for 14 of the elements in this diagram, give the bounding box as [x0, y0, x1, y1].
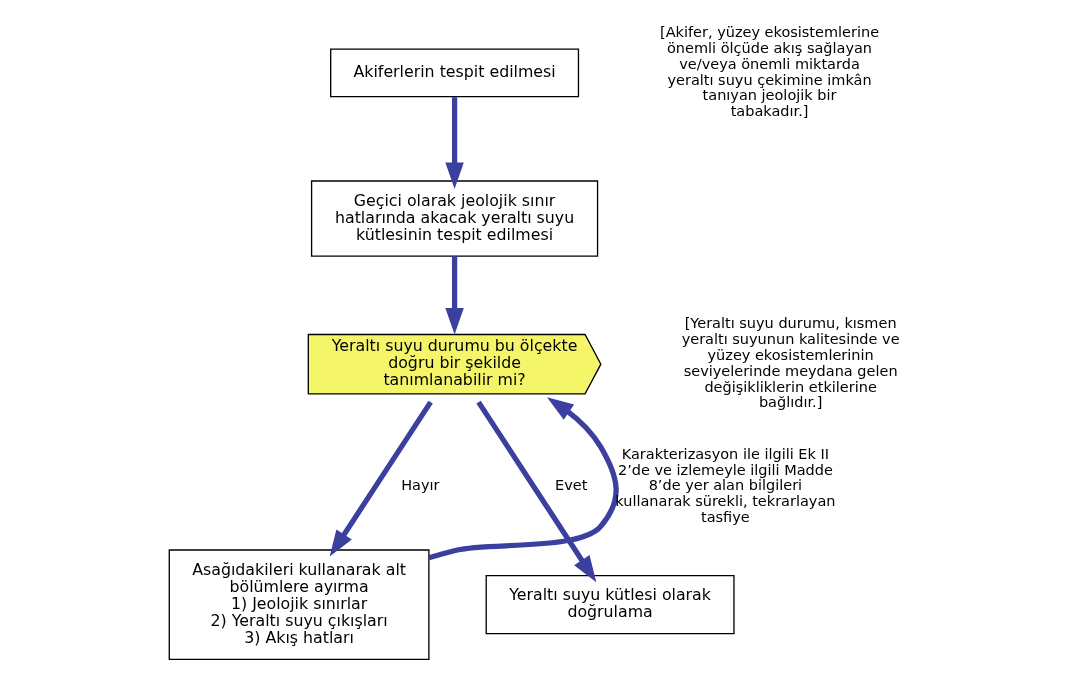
- node-box: Geçici olarak jeolojik sınır hatlarında akacak yeraltı suyu kütlesinin tespit edilmesi: [310, 180, 598, 257]
- arrow: [475, 400, 596, 583]
- edge-label: Karakterizasyon ile ilgili Ek II 2’de ve izlemeyle ilgili Madde 8’de yer alan bilgileri kullanarak sürekli, tekrarlayan tasfiye: [614, 445, 835, 526]
- node-box: Akiferlerin tespit edilmesi: [329, 48, 579, 98]
- node-box: Asağıdakileri kullanarak alt bölümlere ayırma 1) Jeolojik sınırlar 2) Yeraltı suyu çıkışları 3) Akış hatları: [168, 549, 430, 661]
- arrow: [444, 256, 464, 335]
- arrow: [427, 397, 619, 561]
- label: [Yeraltı suyu durumu, kısmen yeraltı suyunun kalitesinde ve yüzey ekosistemlerinin seviyelerinde meydana gelen değişikliklerin etkilerine bağlıdır.]: [681, 315, 900, 411]
- arrow: [329, 400, 433, 557]
- label: [Akifer, yüzey ekosistemlerine önemli ölçüde akış sağlayan ve/veya önemli miktarda yeraltı suyu çekimine imkân tanıyan jeolojik bir tabakadır.]: [659, 24, 879, 120]
- arrow: [444, 97, 464, 189]
- node-box: Yeraltı suyu kütlesi olarak doğrulama: [485, 575, 735, 635]
- edge-label: Evet: [554, 477, 587, 494]
- edge-label: Hayır: [400, 477, 439, 494]
